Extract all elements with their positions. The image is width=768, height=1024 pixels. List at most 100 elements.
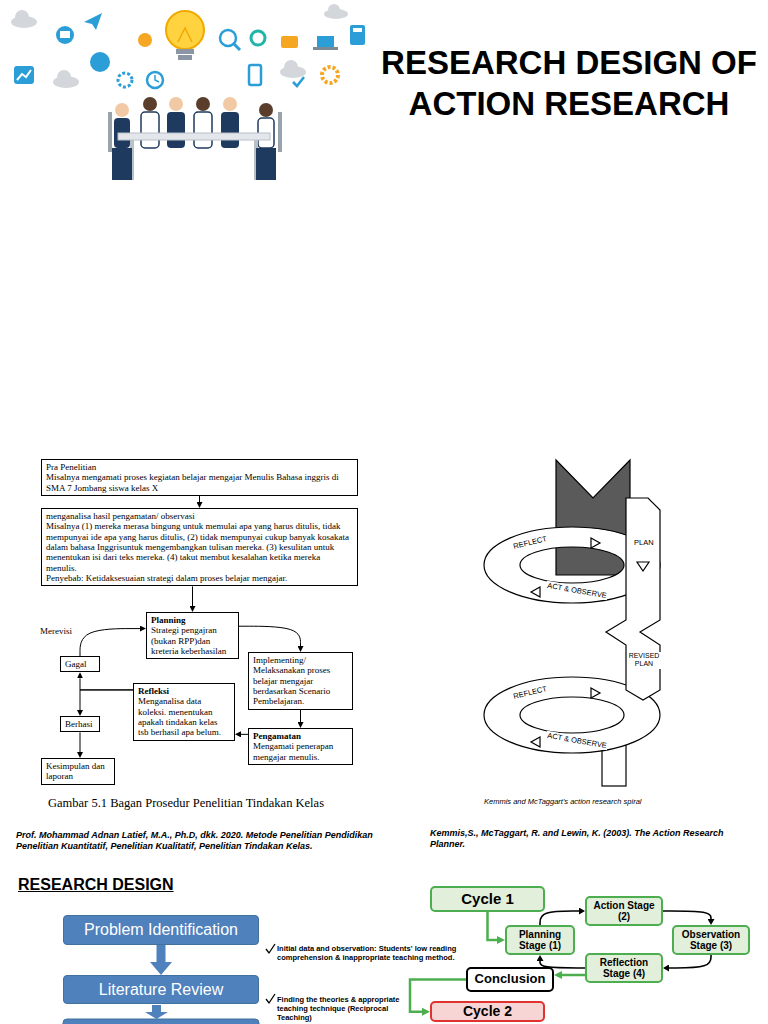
box-text: Literature Review: [99, 981, 224, 999]
chart-icon: [14, 66, 34, 84]
bulb-base: [178, 55, 192, 60]
box-text: menganalisa hasil pengamatan/ observasi: [46, 511, 353, 521]
box-text: Misalnya mengamati proses kegiatan belaj…: [46, 472, 353, 493]
process-box: Implementing/ Melaksanakan proses belaja…: [248, 652, 353, 710]
process-box: PlanningStrategi pengajran (bukan RPP)da…: [146, 612, 239, 659]
clock-icon: [155, 75, 159, 82]
process-box: [63, 1019, 259, 1024]
box-heading: Refleksi: [138, 686, 230, 696]
bulb-filament: [178, 28, 192, 42]
process-box: Pra PenelitianMisalnya mengamati proses …: [41, 459, 358, 496]
connector-arrow: [80, 732, 81, 752]
stage-box: Observation Stage (3): [672, 925, 750, 955]
connector-arrow: [300, 710, 301, 722]
connector-arrow: [80, 678, 133, 690]
cloud: [284, 60, 298, 74]
calculator-icon: [350, 25, 365, 45]
chair: [108, 112, 112, 152]
stage-box: Reflection Stage (4): [585, 953, 663, 983]
conclusion-box: Conclusion: [466, 967, 554, 992]
laptop-icon: [317, 36, 334, 47]
calculator-icon: [353, 28, 362, 32]
spiral-label: REFLECT: [511, 534, 548, 551]
box-text: Cycle 1: [461, 891, 514, 908]
note: Finding the theories & appropriate teach…: [277, 995, 405, 1022]
flow-arrow: [145, 1012, 168, 1019]
box-text: Pra Penelitian: [46, 462, 353, 472]
process-box: Problem Identification: [63, 915, 259, 945]
connector-arrow: [562, 974, 585, 977]
person-legs: [112, 148, 132, 180]
outcome-box: Berhasi: [60, 716, 100, 732]
connector-arrow: [669, 955, 711, 968]
sync-icon: [251, 31, 265, 45]
page-title: RESEARCH DESIGN OF ACTION RESEARCH: [378, 42, 760, 124]
person-head: [115, 103, 129, 117]
person-body: [141, 112, 159, 148]
box-heading: Pengamatan: [253, 731, 348, 741]
edge-label: Merevisi: [40, 626, 72, 636]
research-design-extra: [63, 944, 275, 1024]
person-legs: [256, 148, 276, 180]
bulb-base: [176, 49, 194, 54]
spiral-label: ACT & OBSERVE: [546, 581, 609, 601]
direction-triangle: [531, 587, 540, 597]
person-head: [143, 97, 157, 111]
citation: Kemmis,S., McTaggart, R. and Lewin, K. (…: [430, 828, 740, 850]
person-head: [259, 103, 273, 117]
lightbulb: [166, 11, 204, 60]
box-text: Observation Stage (3): [676, 929, 746, 951]
check-mark: [266, 994, 275, 1003]
connector-arrow: [80, 629, 140, 656]
cycle-box: Cycle 1: [430, 886, 545, 912]
connector-arrow: [540, 911, 579, 925]
direction-triangle: [591, 538, 600, 548]
connector-arrow: [488, 912, 498, 940]
box-text: Implementing/ Melaksanakan proses belaja…: [253, 655, 348, 707]
box-text: Misalnya (1) mereka merasa bingung untuk…: [46, 521, 353, 573]
connector-arrow: [241, 734, 248, 735]
team-icon: [90, 52, 110, 72]
plane-icon: [84, 13, 102, 30]
box-text: Cycle 2: [463, 1004, 512, 1019]
spiral-label: PLAN: [633, 538, 655, 547]
plan-arrow-band: [606, 498, 660, 700]
meeting: [108, 97, 282, 180]
process-box: menganalisa hasil pengamatan/ observasiM…: [41, 508, 358, 586]
box-text: Menganalisa data koleksi. menentukan apa…: [138, 696, 230, 737]
search-icon: [234, 44, 240, 50]
direction-triangle: [637, 562, 649, 571]
person-head: [223, 97, 237, 111]
box-text: Reflection Stage (4): [589, 957, 659, 979]
chair: [278, 112, 282, 152]
process-box: PengamatanMengamati penerapan mengajar m…: [248, 728, 353, 765]
connector-arrow: [80, 690, 133, 710]
check-icon: [293, 77, 304, 86]
mail-icon: [60, 31, 70, 38]
gear-icon: [322, 67, 338, 83]
direction-triangle: [531, 737, 540, 747]
box-text: Penyebab: Ketidaksesuaian strategi dalam…: [46, 573, 353, 583]
box-text: Planning Stage (1): [509, 929, 571, 951]
person-body: [221, 112, 239, 148]
process-box: Literature Review: [63, 975, 259, 1004]
connector-arrow: [663, 911, 711, 919]
person-head: [196, 97, 210, 111]
outcome-box: Gagal: [60, 656, 100, 672]
search-icon: [220, 30, 236, 46]
spiral-label: ACT & OBSERVE: [546, 731, 609, 751]
connector-arrow: [239, 626, 301, 646]
mail-icon: [56, 26, 74, 44]
clock-icon: [147, 72, 163, 88]
person-body: [194, 112, 212, 148]
cycle-box: Cycle 2: [430, 1001, 545, 1022]
figure-caption: Gambar 5.1 Bagan Prosedur Penelitian Tin…: [48, 796, 378, 811]
connector-arrow: [192, 586, 193, 606]
clouds: [11, 4, 348, 88]
card-icon: [281, 36, 298, 48]
action-research-spiral: [484, 460, 660, 786]
box-text: Berhasi: [65, 719, 95, 729]
process-box: RefleksiMenganalisa data koleksi. menent…: [133, 683, 235, 741]
laptop-icon: [313, 47, 338, 50]
box-text: Mengamati penerapan mengajar menulis.: [253, 741, 348, 762]
